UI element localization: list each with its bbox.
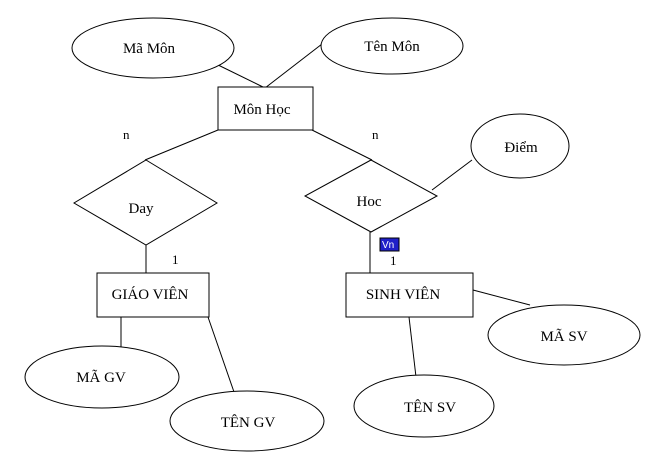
- attr-ma-sv-label: MÃ SV: [540, 329, 587, 345]
- edge-ma-mon: [211, 61, 266, 89]
- edge-ma-sv: [472, 289, 531, 306]
- attr-ma-gv-label: MÃ GV: [76, 370, 126, 386]
- entity-sinh-vien-label: SINH VIÊN: [366, 286, 440, 303]
- attr-ma-sv: MÃ SV: [487, 304, 641, 366]
- cardinality-day-giao-vien: 1: [172, 252, 179, 267]
- entity-giao-vien: GIÁO VIÊN: [96, 272, 210, 318]
- edge-mon-hoc-day: [144, 129, 219, 161]
- entity-sinh-vien: SINH VIÊN: [345, 272, 474, 318]
- edge-mon-hoc-hoc: [311, 129, 373, 161]
- ime-language-badge[interactable]: Vn: [379, 237, 400, 252]
- cardinality-mon-hoc-hoc: n: [372, 127, 379, 142]
- attr-ten-gv-label: TÊN GV: [221, 414, 276, 431]
- relationship-hoc: Hoc: [303, 159, 439, 233]
- connector-lines: [120, 43, 531, 393]
- cardinality-hoc-sinh-vien: 1: [390, 253, 397, 268]
- entity-mon-hoc-label: Môn Học: [233, 102, 290, 118]
- attr-ma-gv: MÃ GV: [24, 345, 180, 409]
- attr-ma-mon: Mã Môn: [71, 17, 235, 79]
- attr-ten-sv: TÊN SV: [353, 374, 495, 438]
- attr-diem-label: Điểm: [504, 140, 538, 156]
- attr-ten-mon: Tên Môn: [320, 17, 464, 75]
- entity-giao-vien-label: GIÁO VIÊN: [112, 286, 189, 303]
- attr-ten-mon-label: Tên Môn: [364, 39, 420, 55]
- relationship-hoc-label: Hoc: [357, 194, 382, 210]
- entity-mon-hoc: Môn Học: [217, 86, 314, 131]
- relationship-day: Day: [73, 159, 218, 246]
- attr-ma-mon-label: Mã Môn: [123, 41, 176, 57]
- edge-hoc-diem: [431, 159, 473, 191]
- edge-ten-gv: [207, 316, 235, 393]
- attr-diem: Điểm: [470, 113, 570, 179]
- cardinality-mon-hoc-day: n: [123, 127, 130, 142]
- attr-ten-gv: TÊN GV: [169, 390, 325, 452]
- edge-ten-mon: [264, 43, 323, 89]
- ime-language-badge-label: Vn: [382, 240, 394, 251]
- relationship-day-label: Day: [129, 201, 154, 217]
- edge-ten-sv: [408, 316, 417, 378]
- attr-ten-sv-label: TÊN SV: [404, 399, 456, 416]
